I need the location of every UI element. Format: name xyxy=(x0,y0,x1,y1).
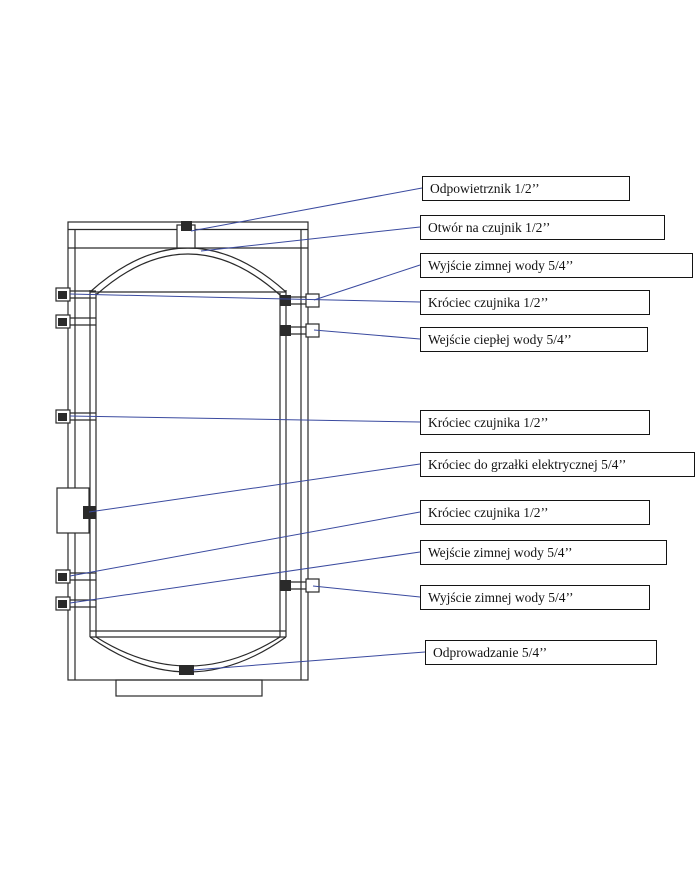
heater-mark xyxy=(83,506,96,519)
leader-line-sensor-stub-middle xyxy=(69,415,421,423)
label-sensor-stub-bottom: Króciec czujnika 1/2’’ xyxy=(420,500,650,525)
label-air-vent: Odpowietrznik 1/2’’ xyxy=(422,176,630,201)
tank-linework xyxy=(55,221,320,697)
label-sensor-stub-top: Króciec czujnika 1/2’’ xyxy=(420,290,650,315)
leader-line-cold-water-outlet-bottom xyxy=(312,585,421,598)
label-drain: Odprowadzanie 5/4’’ xyxy=(425,640,657,665)
label-cold-water-outlet-top: Wyjście zimnej wody 5/4’’ xyxy=(420,253,693,278)
vent-mark xyxy=(181,221,192,231)
label-cold-water-inlet: Wejście zimnej wody 5/4’’ xyxy=(420,540,667,565)
leader-line-electric-heater-stub xyxy=(88,463,421,513)
base-skirt xyxy=(115,679,263,697)
label-sensor-opening: Otwór na czujnik 1/2’’ xyxy=(420,215,665,240)
drain-mark xyxy=(179,665,194,675)
label-sensor-stub-middle: Króciec czujnika 1/2’’ xyxy=(420,410,650,435)
label-electric-heater-stub: Króciec do grzałki elektrycznej 5/4’’ xyxy=(420,452,695,477)
leader-line-air-vent xyxy=(190,187,423,232)
tank-outer-shell xyxy=(67,221,309,681)
leader-line-cold-water-outlet-top xyxy=(313,264,421,301)
leader-line-sensor-stub-bottom xyxy=(69,511,421,577)
leader-lines xyxy=(69,187,426,671)
fitting-marks xyxy=(58,221,291,675)
label-cold-water-outlet-bottom: Wyjście zimnej wody 5/4’’ xyxy=(420,585,650,610)
leader-line-sensor-stub-top xyxy=(69,293,421,303)
leader-line-cold-water-inlet xyxy=(69,551,421,604)
leader-line-sensor-opening xyxy=(200,226,421,252)
leader-line-drain xyxy=(192,651,426,671)
leader-line-hot-water-inlet xyxy=(313,329,421,340)
label-hot-water-inlet: Wejście ciepłej wody 5/4’’ xyxy=(420,327,648,352)
